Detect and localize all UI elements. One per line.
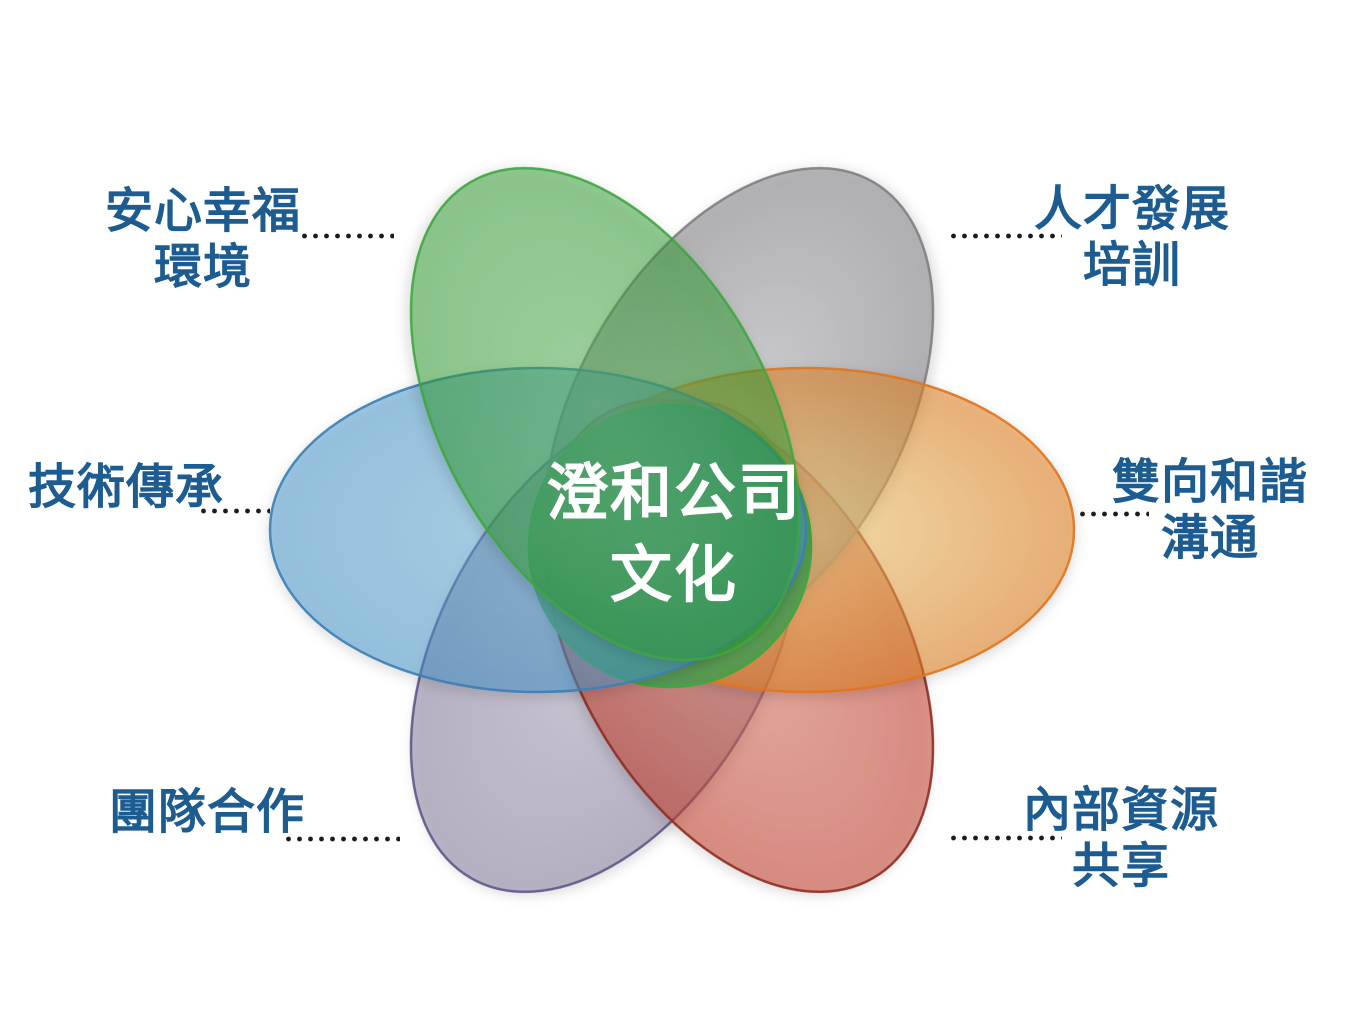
- label-two-way-communication: 雙向和諧 溝通: [1064, 455, 1356, 567]
- center-title: 澄和公司 文化: [478, 453, 870, 617]
- center-title-line1: 澄和公司: [545, 459, 802, 528]
- label-happy-environment-line1: 安心幸福: [104, 185, 301, 238]
- label-talent-development-line1: 人才發展: [1033, 183, 1230, 236]
- petal-top-left-happy-environment: [409, 166, 801, 662]
- label-teamwork-line1: 團隊合作: [108, 786, 305, 839]
- center-title-line2: 文化: [609, 541, 738, 610]
- label-talent-development-line2: 培訓: [1082, 239, 1181, 292]
- label-internal-resources-line1: 內部資源: [1022, 784, 1219, 837]
- leader-line-internal-resources: [948, 835, 1062, 841]
- leader-line-happy-environment: [299, 233, 394, 239]
- label-talent-development: 人才發展 培訓: [986, 182, 1278, 294]
- label-internal-resources: 內部資源 共享: [975, 783, 1267, 895]
- label-two-way-communication-line2: 溝通: [1160, 512, 1259, 565]
- label-teamwork: 團隊合作: [61, 785, 353, 841]
- leader-line-talent-development: [948, 233, 1062, 239]
- label-happy-environment-line2: 環境: [153, 241, 252, 294]
- label-happy-environment: 安心幸福 環境: [57, 184, 349, 296]
- label-internal-resources-line2: 共享: [1071, 840, 1170, 893]
- leader-line-two-way-communication: [1077, 511, 1149, 517]
- leader-line-teamwork: [283, 836, 400, 842]
- leader-line-technology-inheritance: [198, 508, 270, 514]
- label-technology-inheritance-line1: 技術傳承: [27, 461, 224, 514]
- label-technology-inheritance: 技術傳承: [10, 460, 242, 516]
- label-two-way-communication-line1: 雙向和諧: [1111, 456, 1308, 509]
